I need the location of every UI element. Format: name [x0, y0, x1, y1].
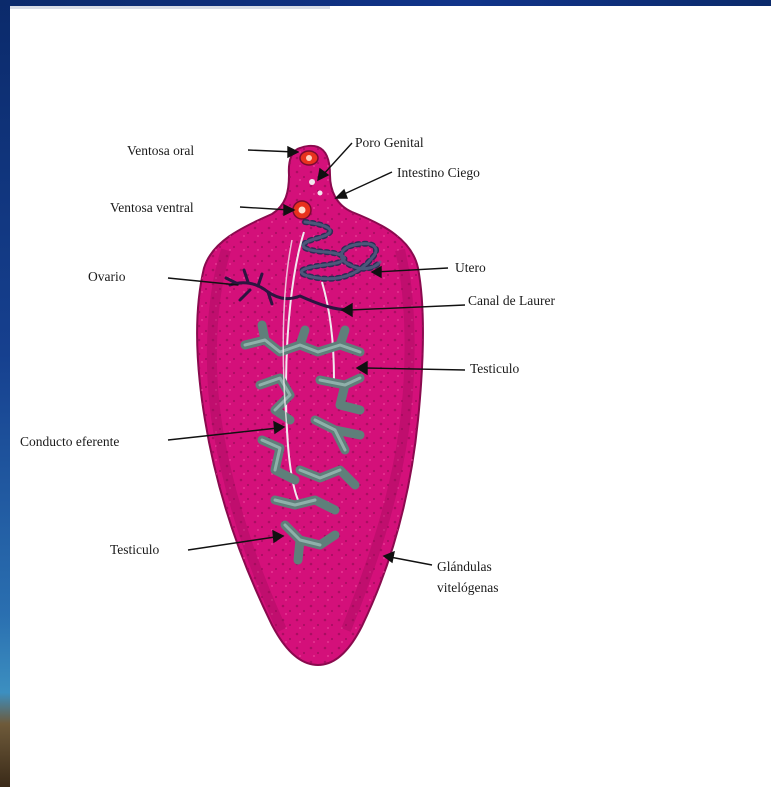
label-glandulas-line1: Glándulas — [437, 559, 492, 574]
genital-pore — [309, 179, 315, 185]
label-ovario: Ovario — [88, 269, 126, 284]
label-intestino-ciego: Intestino Ciego — [397, 165, 480, 180]
label-testiculo-lower: Testiculo — [110, 542, 160, 557]
ventral-sucker — [293, 201, 311, 219]
label-canal-laurer: Canal de Laurer — [468, 293, 555, 308]
label-ventosa-ventral: Ventosa ventral — [110, 200, 194, 215]
cecum-opening — [318, 191, 323, 196]
label-ventosa-oral: Ventosa oral — [127, 143, 194, 158]
label-glandulas-line2: vitelógenas — [437, 580, 498, 595]
label-conducto-eferente: Conducto eferente — [20, 434, 119, 449]
label-poro-genital: Poro Genital — [355, 135, 424, 150]
label-testiculo-upper: Testiculo — [470, 361, 520, 376]
oral-sucker — [300, 151, 318, 165]
label-utero: Utero — [455, 260, 486, 275]
